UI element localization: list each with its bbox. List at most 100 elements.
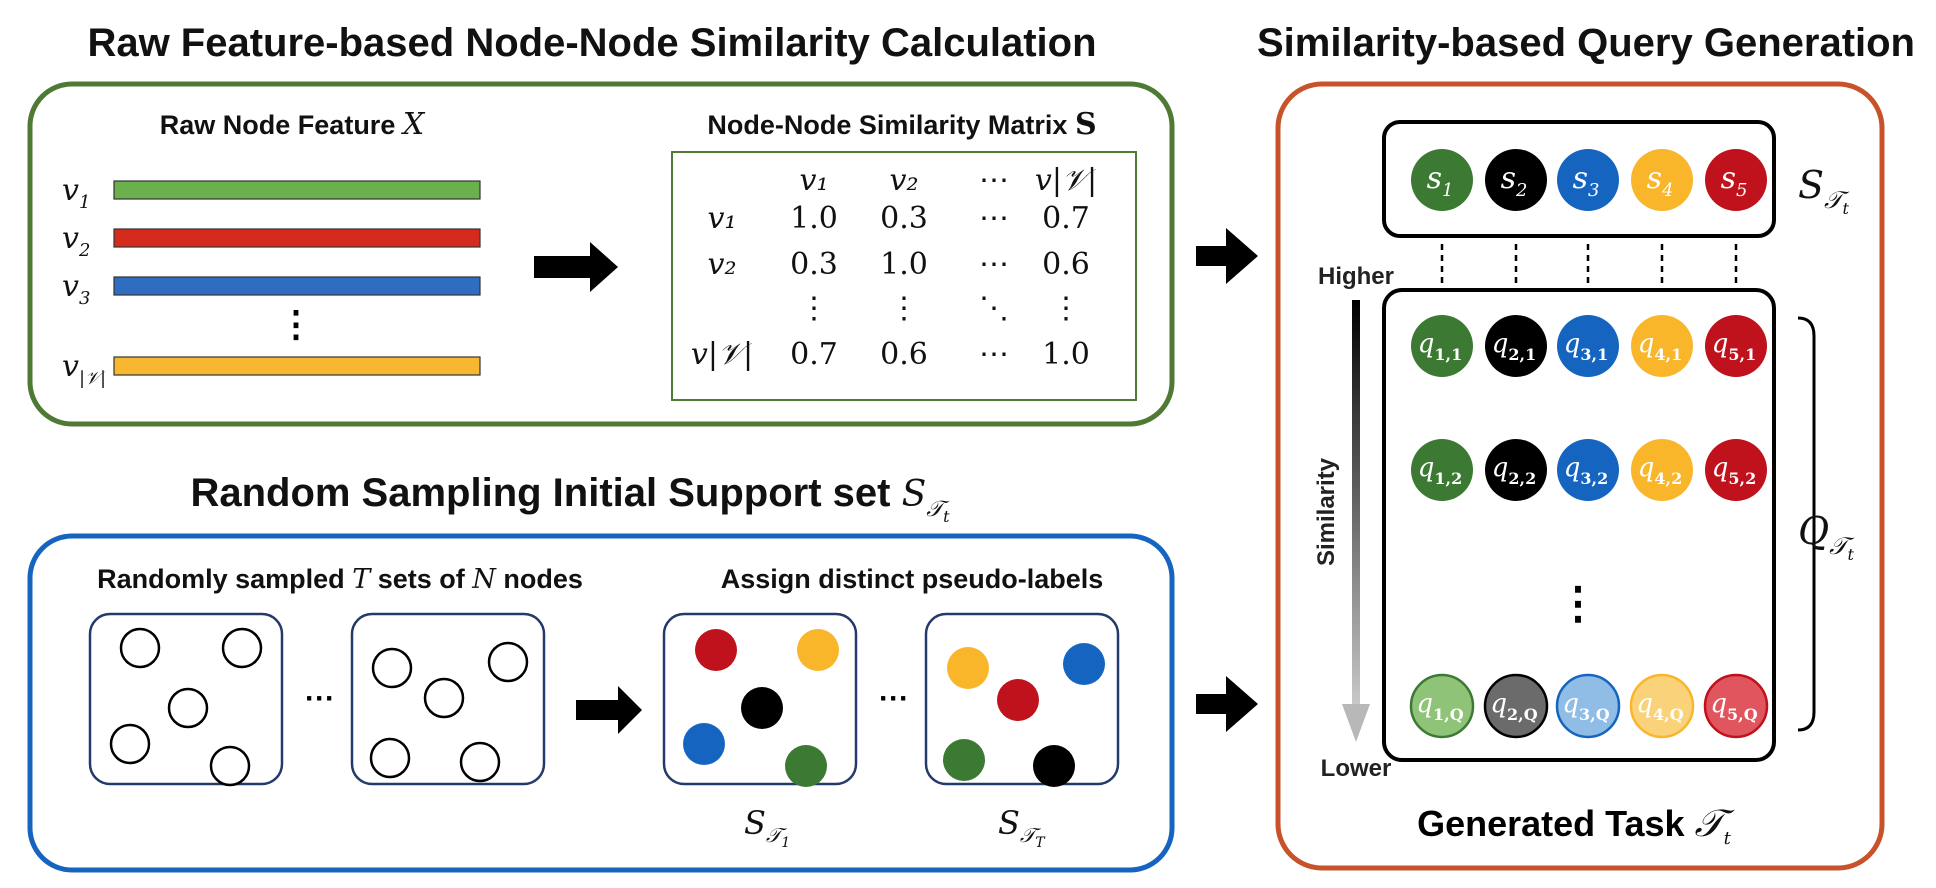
sampled-set-panel-2: [350, 612, 546, 786]
sampled-set-panel-1: [88, 612, 284, 786]
raw-feature-frame: [27, 81, 1175, 427]
query-node: [1703, 673, 1769, 739]
support-node: [1557, 149, 1619, 211]
unlabeled-node: [221, 627, 263, 669]
query-node-label: q5,2: [1712, 453, 1757, 488]
query-node-label: q4,Q: [1636, 689, 1683, 724]
lower-label: Lower: [1321, 755, 1392, 782]
matrix-col-header: ⋯: [979, 163, 1009, 198]
support-set-label-2: S𝒯T: [998, 804, 1046, 851]
query-node: [1483, 673, 1549, 739]
unlabeled-node: [109, 723, 151, 765]
feature-ellipsis: ⋮: [278, 303, 314, 344]
query-node-label: q3,1: [1564, 329, 1609, 364]
feature-bar: [113, 228, 481, 248]
unlabeled-node: [487, 641, 529, 683]
matrix-cell: ⋯: [979, 201, 1009, 236]
assign-pseudo-labels-label: Assign distinct pseudo-labels: [721, 564, 1104, 594]
random-sampling-frame: [27, 533, 1175, 873]
labeled-node: [997, 679, 1039, 721]
query-node: [1555, 673, 1621, 739]
generated-task-label: Generated Task 𝒯t: [1417, 801, 1734, 849]
feature-bar: [113, 356, 481, 376]
matrix-cell: ⋯: [979, 247, 1009, 282]
raw-feature-section-title: Raw Feature-based Node-Node Similarity C…: [87, 21, 1096, 65]
labeled-set-panel-2: [924, 612, 1120, 786]
sampled-nodes-2: [369, 641, 529, 783]
labeled-nodes-1: [683, 629, 839, 787]
support-node-label: s3: [1573, 161, 1600, 201]
support-query-links: [1440, 244, 1738, 284]
node-label: v2: [62, 221, 90, 261]
query-node: [1557, 315, 1619, 377]
query-node: [1485, 439, 1547, 501]
matrix-col-header: v|𝒱|: [1035, 163, 1097, 198]
support-set-label: S𝒯t: [1798, 163, 1850, 218]
query-node: [1631, 439, 1693, 501]
feature-bar: [113, 276, 481, 296]
randomly-sampled-label: Randomly sampled T sets of N nodes: [97, 564, 583, 595]
query-node-label: q2,Q: [1490, 689, 1537, 724]
labeled-node: [1063, 643, 1105, 685]
matrix-col-header: v₂: [890, 163, 919, 198]
query-node: [1705, 315, 1767, 377]
matrix-cell: ⋮: [889, 291, 919, 326]
query-node-label: q1,Q: [1416, 689, 1463, 724]
query-node: [1629, 673, 1695, 739]
unlabeled-node: [371, 647, 413, 689]
matrix-cell: ⋮: [1051, 291, 1081, 326]
matrix-cell: ⋱: [979, 291, 1009, 326]
query-node: [1705, 439, 1767, 501]
support-set-label-1: S𝒯1: [744, 804, 790, 851]
query-node: [1557, 439, 1619, 501]
matrix-cell: 0.3: [790, 247, 838, 282]
node-label: v1: [62, 173, 90, 213]
matrix-cell: 1.0: [790, 201, 838, 236]
query-node: [1411, 439, 1473, 501]
query-node-label: q5,Q: [1710, 689, 1757, 724]
query-node-label: q3,2: [1564, 453, 1609, 488]
query-node-label: q1,1: [1418, 329, 1463, 364]
support-node-label: s5: [1721, 161, 1748, 201]
unlabeled-node: [369, 737, 411, 779]
matrix-row-header: v₂: [708, 247, 737, 282]
random-sampling-section-title: Random Sampling Initial Support set S𝒯t: [190, 471, 950, 526]
query-set-box: [1382, 288, 1776, 762]
query-node-label: q4,2: [1638, 453, 1683, 488]
higher-label: Higher: [1318, 263, 1394, 290]
similarity-gradient-bar: [1352, 300, 1360, 704]
support-node: [1631, 149, 1693, 211]
unlabeled-node: [119, 627, 161, 669]
query-node: [1485, 315, 1547, 377]
labeled-node: [785, 745, 827, 787]
matrix-cell: 0.3: [880, 201, 928, 236]
labeled-set-panel-1: [662, 612, 858, 786]
panel-ellipsis-2: ···: [879, 682, 909, 715]
labeled-node: [741, 687, 783, 729]
support-node-label: s1: [1427, 161, 1454, 201]
node-label: v3: [62, 269, 90, 309]
matrix-col-header: v₁: [800, 163, 829, 198]
query-brace: [1797, 316, 1816, 732]
unlabeled-node: [167, 687, 209, 729]
matrix-cell: 0.7: [790, 337, 838, 372]
matrix-cell: 1.0: [1042, 337, 1090, 372]
unlabeled-node: [459, 741, 501, 783]
query-node: [1631, 315, 1693, 377]
labeled-node: [695, 629, 737, 671]
query-node-label: q5,1: [1712, 329, 1757, 364]
query-node-label: q4,1: [1638, 329, 1683, 364]
matrix-cell: 0.7: [1042, 201, 1090, 236]
labeled-node: [1033, 745, 1075, 787]
query-node-label: q1,2: [1418, 453, 1463, 488]
matrix-cell: ⋮: [799, 291, 829, 326]
labeled-node: [797, 629, 839, 671]
query-generation-section-title: Similarity-based Query Generation: [1257, 21, 1915, 65]
matrix-cell: 1.0: [880, 247, 928, 282]
similarity-matrix-box: [671, 151, 1137, 401]
similarity-axis-label: Similarity: [1313, 457, 1340, 566]
